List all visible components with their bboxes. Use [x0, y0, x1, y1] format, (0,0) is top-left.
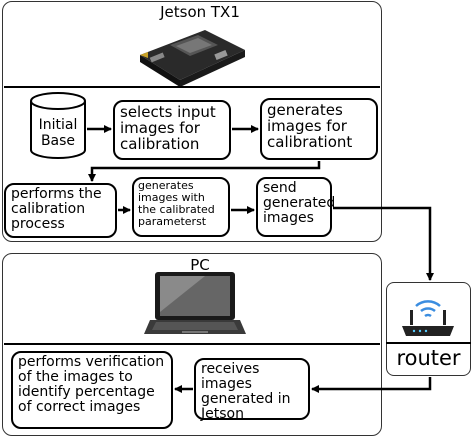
generate-calibrated-node: generates images with the calibrated par…	[132, 177, 230, 237]
pc-title: PC	[190, 256, 210, 274]
jetson-title: Jetson TX1	[160, 3, 240, 21]
router-label: router	[396, 346, 461, 370]
select-input-node: selects input images for calibration	[113, 100, 231, 160]
verification-node: performs verification of the images to i…	[11, 351, 173, 429]
generate-calibration-node: generates images for calibrationt	[260, 98, 378, 160]
initial-base-label: Initial Base	[38, 117, 78, 150]
perform-calibration-node: performs the calibration process	[4, 183, 117, 238]
receive-images-node: receives images generated in Jetson	[194, 358, 310, 422]
send-generated-node: send generated images	[256, 177, 335, 237]
